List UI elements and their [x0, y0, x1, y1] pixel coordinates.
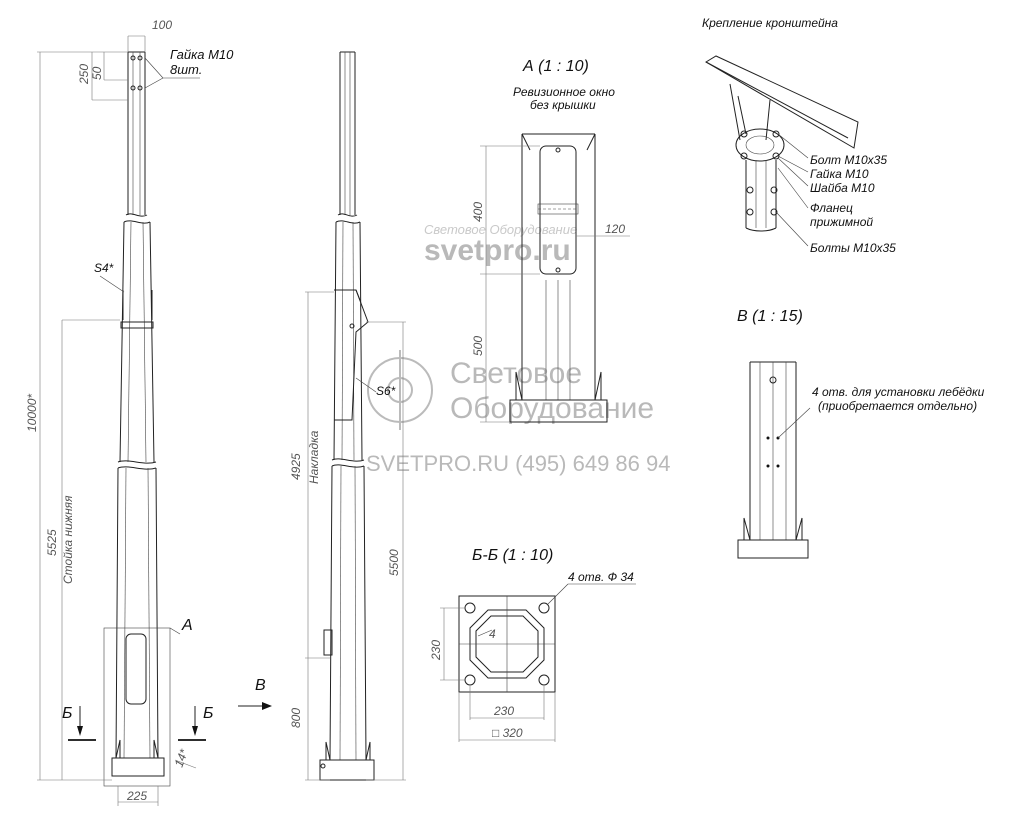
detail-b15-note-2: (приобретается отдельно): [818, 399, 977, 413]
dim-overlay-height: 4925: [289, 453, 303, 480]
bracket-flange-1: Фланец: [810, 201, 853, 215]
dim-50: 50: [90, 66, 104, 80]
section-b-left: Б: [62, 705, 72, 722]
detail-b15-view: [737, 361, 811, 559]
detail-a-title: А (1 : 10): [522, 58, 589, 75]
dim-230-vertical: 230: [429, 640, 443, 661]
view-label-b: В: [255, 677, 266, 694]
section-bb-view: [458, 583, 636, 693]
bracket-washer: Шайба М10: [810, 181, 875, 195]
lower-stand-label: Стойка нижняя: [61, 495, 75, 584]
detail-a-view: [509, 133, 608, 423]
watermark-site-top: svetpro.ru: [424, 234, 571, 267]
nut-label-1: Гайка М10: [170, 47, 234, 62]
dim-lower-height: 5525: [45, 529, 59, 556]
pole-side-dimensions: 4925 Накладка 5500 800: [289, 291, 406, 781]
wall-label-s6: S6*: [376, 384, 396, 398]
nut-label-2: 8шт.: [170, 62, 202, 77]
dim-230-horizontal: 230: [493, 704, 514, 718]
detail-a-note-2: без крышки: [530, 98, 596, 112]
dim-320: □ 320: [492, 726, 523, 740]
detail-a-dimensions: 400 500 120: [471, 145, 630, 423]
dim-250: 250: [77, 64, 91, 85]
view-arrow-b: [238, 702, 272, 710]
dim-base-thickness: 14*: [172, 747, 191, 769]
wall-label-s4: S4*: [94, 261, 114, 275]
dim-height-800: 800: [289, 708, 303, 728]
dim-total-height: 10000*: [25, 394, 39, 432]
dim-top-width: 100: [152, 18, 172, 32]
dim-400: 400: [471, 202, 485, 222]
section-bb-title: Б-Б (1 : 10): [472, 547, 553, 564]
dim-120: 120: [605, 222, 625, 236]
detail-b15-note-1: 4 отв. для установки лебёдки: [812, 385, 985, 399]
watermark: Световое Оборудование svetpro.ru Светово…: [366, 222, 670, 476]
section-b-right: Б: [203, 705, 213, 722]
detail-a-note-1: Ревизионное окно: [513, 85, 615, 99]
bracket-nut: Гайка М10: [810, 167, 869, 181]
overlay-label: Накладка: [307, 430, 321, 484]
pole-front-view: [68, 51, 206, 787]
pole-side-view: [319, 51, 375, 781]
dim-height-5500: 5500: [387, 549, 401, 576]
detail-b15-title: В (1 : 15): [737, 308, 803, 325]
callout-a: А: [181, 617, 193, 634]
section-bb-dimensions: 230 230 □ 320 4: [429, 607, 556, 742]
bracket-bolt: Болт М10х35: [810, 153, 887, 167]
bracket-flange-2: прижимной: [810, 215, 873, 229]
bracket-bolts: Болты М10х35: [810, 241, 896, 255]
dim-small-4: 4: [489, 627, 496, 641]
pole-front-dimensions: 100 250 50 10000* 5525 Стойка нижняя 14*…: [25, 18, 197, 806]
watermark-logo-icon: [367, 350, 433, 430]
bracket-view: [705, 55, 859, 247]
section-bb-holes: 4 отв. Ф 34: [568, 570, 634, 584]
dim-base-width: 225: [126, 789, 147, 803]
watermark-site-phone: SVETPRO.RU (495) 649 86 94: [366, 451, 670, 476]
watermark-company-line2: Оборудование: [450, 392, 654, 425]
dim-500: 500: [471, 336, 485, 356]
watermark-company-top: Световое Оборудование: [424, 222, 577, 237]
bracket-title: Крепление кронштейна: [702, 16, 838, 30]
